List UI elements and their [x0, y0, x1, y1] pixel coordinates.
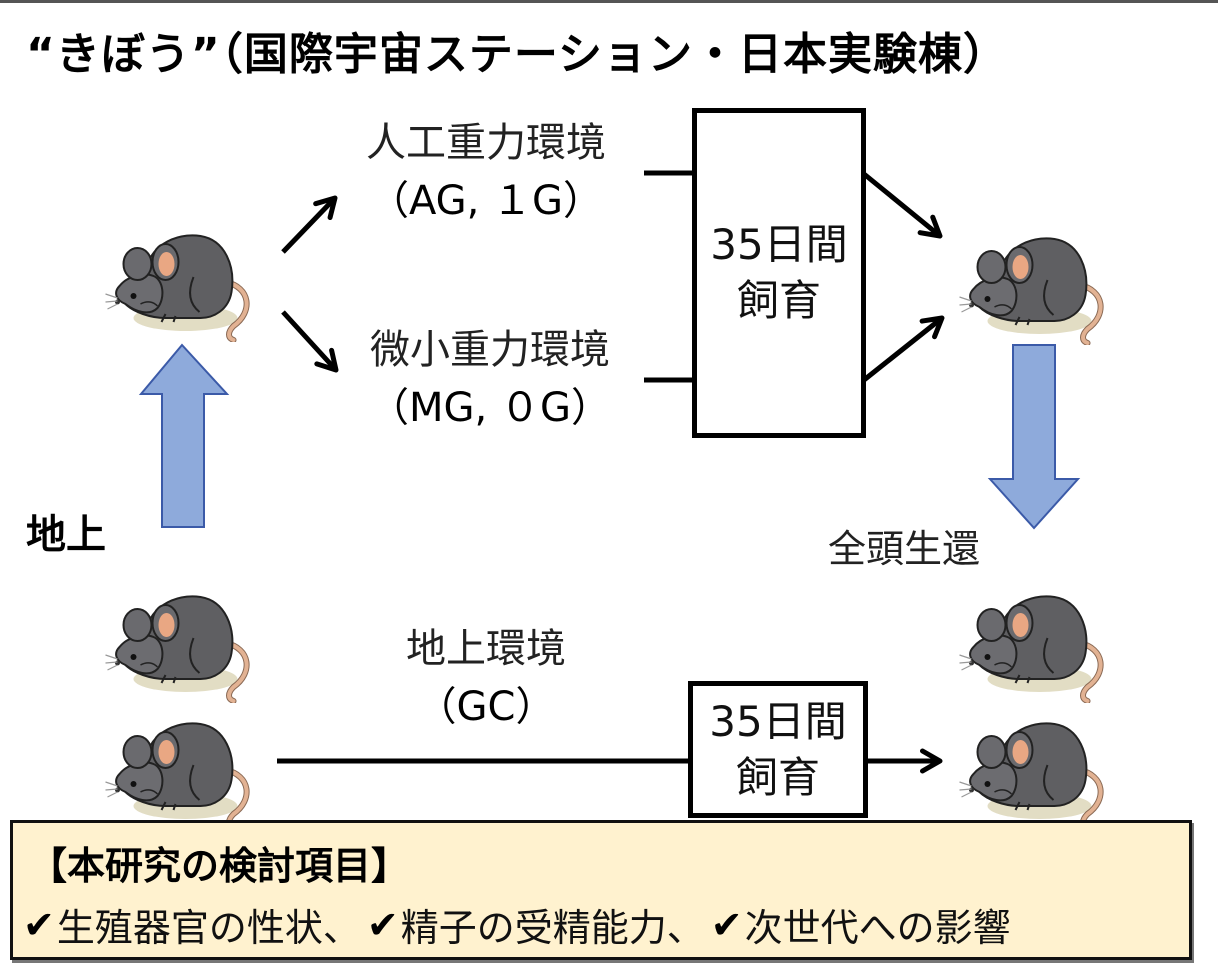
study-items-heading: 【本研究の検討項目】 — [29, 844, 410, 888]
study-items-list: ✔ 生殖器官の性状、 ✔ 精子の受精能力、 ✔ 次世代への影響 — [23, 897, 1011, 952]
check-icon: ✔ — [366, 902, 399, 947]
study-items-box: 【本研究の検討項目】 ✔ 生殖器官の性状、 ✔ 精子の受精能力、 ✔ 次世代への… — [10, 820, 1192, 960]
mouse-icon — [960, 723, 1101, 828]
ag-code: （AG, １G） — [368, 178, 604, 224]
rearing-box-iss: 35日間 飼育 — [692, 108, 866, 438]
diagram-title: “きぼう”（国際宇宙ステーション・日本実験棟） — [26, 29, 1008, 80]
mg-code: （MG, ０G） — [369, 385, 611, 431]
ag-name: 人工重力環境 — [366, 120, 606, 166]
rearing-box-ground: 35日間 飼育 — [688, 681, 868, 818]
study-item-text: 生殖器官の性状、 — [56, 906, 361, 950]
mg-environment-label: 微小重力環境 （MG, ０G） — [340, 321, 640, 437]
all-returned-label: 全頭生還 — [828, 527, 981, 571]
ground-label: 地上 — [26, 512, 106, 558]
arrow-ag-out — [862, 172, 943, 239]
top-border — [0, 0, 1218, 3]
study-item: ✔ 生殖器官の性状、 — [23, 897, 361, 952]
study-item: ✔ 精子の受精能力、 — [367, 897, 705, 952]
arrow-to-ag — [281, 195, 338, 254]
mouse-icon — [106, 723, 247, 828]
arrow-mg-out — [862, 315, 945, 382]
rearing-duration: 35日間 — [710, 220, 848, 269]
mouse-icon — [960, 596, 1101, 701]
ag-environment-label: 人工重力環境 （AG, １G） — [336, 114, 636, 230]
gc-name: 地上環境 — [406, 626, 566, 672]
rearing-label: 飼育 — [736, 276, 821, 325]
mouse-icon — [106, 235, 247, 340]
study-item-text: 次世代への影響 — [744, 906, 1011, 950]
rearing-duration: 35日間 — [709, 696, 847, 746]
gc-code: （GC） — [416, 684, 556, 730]
mg-name: 微小重力環境 — [370, 327, 610, 373]
mouse-icon — [960, 238, 1101, 343]
down-arrow-icon — [987, 344, 1081, 530]
gc-environment-label: 地上環境 （GC） — [336, 620, 636, 736]
mouse-icon — [106, 596, 247, 701]
arrow-to-mg — [281, 310, 339, 373]
study-item-text: 精子の受精能力、 — [400, 906, 705, 950]
check-icon: ✔ — [710, 902, 743, 947]
study-item: ✔ 次世代への影響 — [711, 897, 1011, 952]
rearing-label: 飼育 — [735, 752, 820, 802]
up-arrow-icon — [138, 343, 230, 528]
check-icon: ✔ — [23, 902, 55, 947]
